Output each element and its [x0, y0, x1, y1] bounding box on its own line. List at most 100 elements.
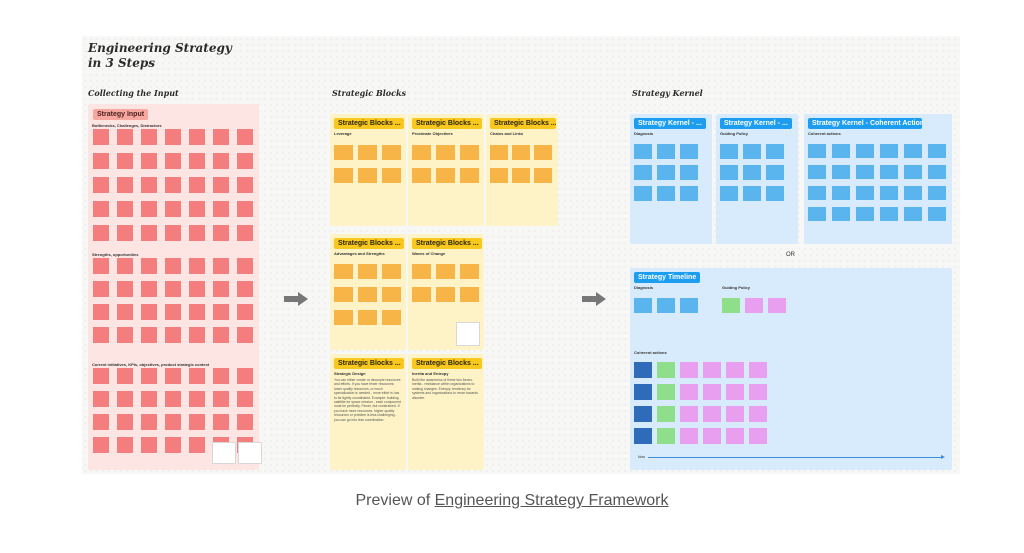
- sticky-note: [382, 264, 401, 279]
- sticky-note: [766, 186, 784, 201]
- sticky-note: [412, 287, 431, 302]
- sticky-note: [237, 201, 253, 217]
- sticky-note: [832, 186, 850, 200]
- thumbnail-image: [212, 442, 236, 464]
- sticky-note: [743, 165, 761, 180]
- strategic-block-waves-of-change: Strategic Blocks ... Waves of Change: [408, 234, 484, 350]
- sticky-note: [657, 144, 675, 159]
- sticky-note: [722, 298, 740, 313]
- strategy-kernel-tag: Strategy Kernel - ...: [720, 118, 792, 129]
- sticky-note: [237, 391, 253, 407]
- sticky-note: [141, 304, 157, 320]
- sticky-note: [460, 168, 479, 183]
- block-subtitle: Proximate Objectives: [412, 131, 453, 136]
- sticky-note: [117, 327, 133, 343]
- sticky-note: [634, 298, 652, 313]
- sticky-note: [928, 165, 946, 179]
- strategic-block-tag: Strategic Blocks ...: [490, 118, 556, 129]
- sticky-note: [165, 304, 181, 320]
- sticky-note: [657, 406, 675, 422]
- sticky-note-grid: [93, 258, 253, 343]
- sticky-note-grid: [490, 145, 552, 183]
- sticky-note: [436, 168, 455, 183]
- sticky-note: [358, 264, 377, 279]
- section-title-kernel: Strategy Kernel: [632, 88, 703, 98]
- sticky-note: [749, 406, 767, 422]
- sticky-note: [749, 384, 767, 400]
- sticky-note: [743, 144, 761, 159]
- sticky-note: [93, 437, 109, 453]
- sticky-note: [117, 225, 133, 241]
- sticky-note: [880, 165, 898, 179]
- strategic-block-inertia-and-entropy: Strategic Blocks ... Inertia and Entropy…: [408, 354, 484, 470]
- sticky-note: [237, 414, 253, 430]
- arrow-right-icon: [284, 292, 308, 306]
- sticky-note: [745, 298, 763, 313]
- sticky-note: [657, 186, 675, 201]
- sticky-note-grid: [722, 298, 786, 313]
- block-subtitle: Chains and Links: [490, 131, 524, 136]
- sticky-note: [117, 153, 133, 169]
- sticky-note: [213, 177, 229, 193]
- sticky-note: [117, 201, 133, 217]
- sticky-note: [720, 165, 738, 180]
- sticky-note: [832, 165, 850, 179]
- strategy-kernel-coherent-actions: Strategy Kernel - Coherent Actions Coher…: [804, 114, 952, 244]
- sticky-note: [703, 406, 721, 422]
- sticky-note: [334, 145, 353, 160]
- figure-caption: Preview of Engineering Strategy Framewor…: [0, 492, 1024, 510]
- sticky-note: [117, 437, 133, 453]
- sticky-note: [680, 186, 698, 201]
- strategic-block-chains-and-links: Strategic Blocks ... Chains and Links: [486, 114, 558, 226]
- sticky-note: [436, 287, 455, 302]
- sticky-note: [534, 145, 552, 160]
- sticky-note: [726, 384, 744, 400]
- sticky-note: [657, 428, 675, 444]
- strategy-kernel-guiding-policy: Strategy Kernel - ... Guiding Policy: [716, 114, 798, 244]
- timeline-row: [634, 384, 767, 400]
- sticky-note: [703, 384, 721, 400]
- sticky-note: [412, 168, 431, 183]
- sticky-note: [93, 304, 109, 320]
- sticky-note: [165, 368, 181, 384]
- sticky-note: [880, 144, 898, 158]
- sticky-note: [213, 327, 229, 343]
- sticky-note: [856, 207, 874, 221]
- strategic-block-leverage: Strategic Blocks ... Leverage: [330, 114, 406, 226]
- sticky-note: [93, 258, 109, 274]
- sticky-note: [436, 264, 455, 279]
- sticky-note: [490, 168, 508, 183]
- sticky-note: [141, 391, 157, 407]
- thumbnail-image: [238, 442, 262, 464]
- sticky-note: [213, 258, 229, 274]
- sticky-note: [117, 304, 133, 320]
- sticky-note: [213, 368, 229, 384]
- sticky-note-grid: [93, 129, 253, 241]
- sticky-note: [237, 281, 253, 297]
- sticky-note: [358, 287, 377, 302]
- sticky-note: [436, 145, 455, 160]
- strategy-input-panel: Strategy Input Bottlenecks, Challenges, …: [88, 104, 262, 470]
- sticky-note: [189, 129, 205, 145]
- sticky-note: [189, 368, 205, 384]
- sticky-note: [213, 304, 229, 320]
- strategic-block-tag: Strategic Blocks ...: [412, 118, 482, 129]
- row-label-note: [634, 428, 652, 444]
- sticky-note: [358, 145, 377, 160]
- sticky-note: [749, 428, 767, 444]
- sticky-note-grid: [720, 144, 784, 201]
- framework-link[interactable]: Engineering Strategy Framework: [434, 492, 669, 509]
- sticky-note: [237, 368, 253, 384]
- sticky-note: [904, 186, 922, 200]
- sticky-note: [743, 186, 761, 201]
- sticky-note: [680, 165, 698, 180]
- strategic-block-tag: Strategic Blocks ...: [412, 358, 482, 369]
- kernel-subtitle: Diagnosis: [634, 131, 654, 136]
- sticky-note: [165, 281, 181, 297]
- sticky-note: [93, 201, 109, 217]
- sticky-note: [334, 310, 353, 325]
- sticky-note: [141, 281, 157, 297]
- sticky-note: [189, 304, 205, 320]
- sticky-note: [117, 368, 133, 384]
- sticky-note: [165, 258, 181, 274]
